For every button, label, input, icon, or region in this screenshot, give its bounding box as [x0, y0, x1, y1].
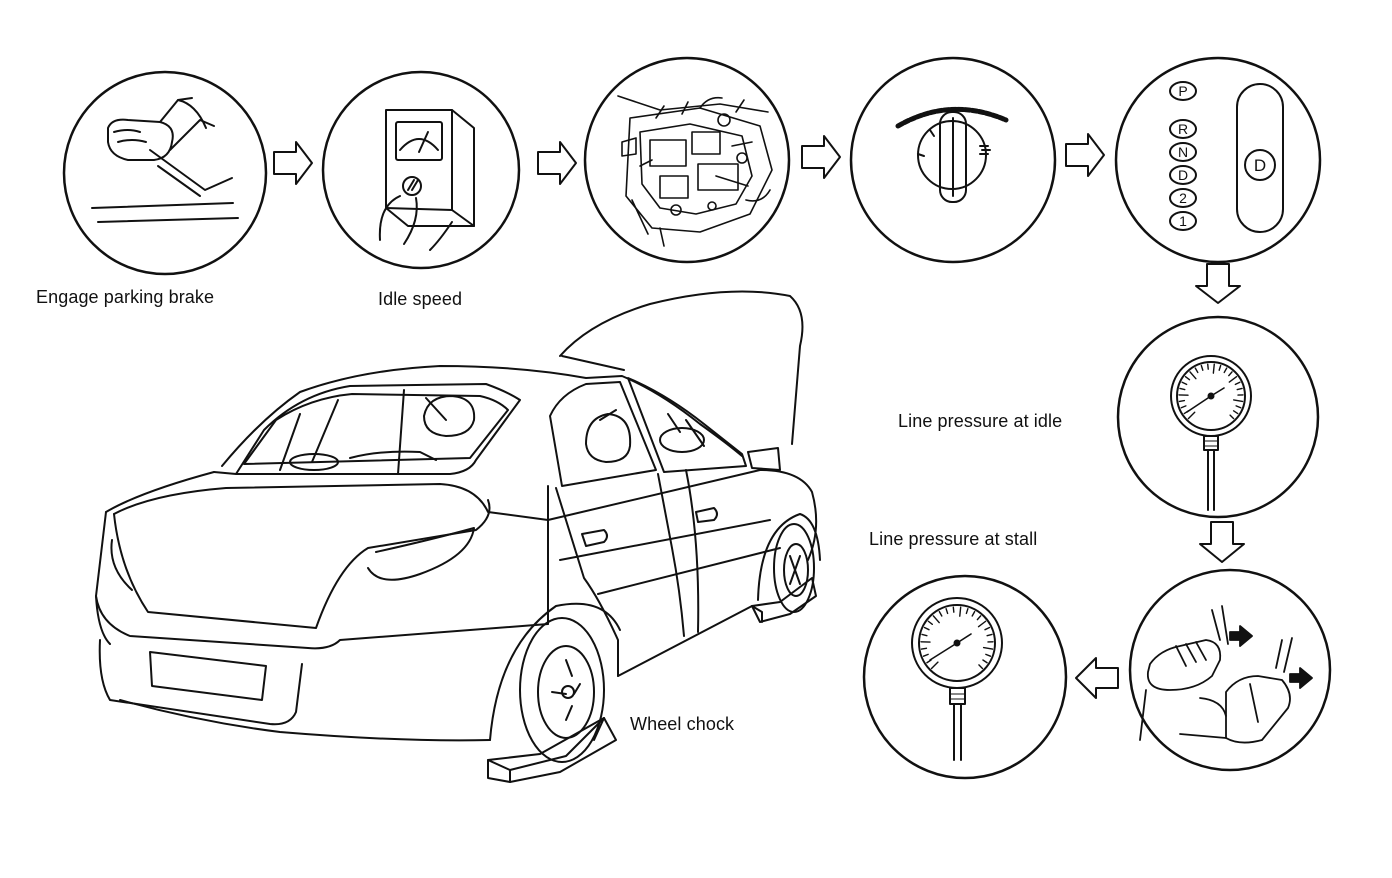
parking-brake-hand-icon [91, 97, 239, 223]
gear-position-p: P [1169, 81, 1197, 101]
gauge-tick [938, 610, 943, 617]
gauge-tick [1232, 399, 1244, 403]
gauge-tick [1178, 399, 1186, 403]
gauge-tick [1181, 381, 1188, 386]
gauge-tick [930, 661, 939, 670]
gear-position-label: 2 [1179, 190, 1187, 206]
shift-gate [1236, 83, 1284, 233]
gear-position-n: N [1169, 142, 1197, 162]
pressure-gauge-icon [911, 597, 1003, 761]
right-arrow-icon [1065, 133, 1105, 177]
label-line-pressure-idle: Line pressure at idle [898, 411, 1063, 431]
pedal-feet-icon [1139, 605, 1313, 744]
gear-position-list: P RND 2 1 [1169, 81, 1197, 231]
label-idle-speed: Idle speed [378, 289, 463, 309]
gauge-tick [923, 626, 930, 631]
gauge-tick [978, 664, 984, 670]
gauge-tick [1212, 363, 1215, 374]
gauge-tick [982, 659, 988, 664]
gear-position-1: 1 [1169, 211, 1197, 231]
gauge-tick [1187, 411, 1196, 420]
gauge-tick [1229, 414, 1235, 420]
open-hood [559, 290, 804, 445]
gauge-tick [1179, 387, 1186, 391]
gauge-tick [952, 606, 955, 613]
gauge-tick [1234, 381, 1241, 386]
gauge-tick [921, 633, 928, 637]
gear-position-d: D [1169, 165, 1197, 185]
right-arrow-icon [801, 135, 841, 179]
gauge-tick [976, 615, 982, 621]
label-line-pressure-stall: Line pressure at stall [869, 529, 1038, 549]
gauge-tick [1228, 371, 1233, 377]
gear-position-label: R [1178, 121, 1188, 137]
gauge-tick [982, 646, 994, 650]
gauge-tick [1218, 364, 1222, 371]
gauge-tick [971, 610, 976, 617]
down-arrow-icon [1199, 521, 1245, 563]
ignition-switch-icon [895, 106, 1009, 203]
pressure-gauge-icon [1170, 355, 1252, 511]
gauge-tick [922, 653, 929, 657]
tachometer-tester-icon [378, 109, 475, 251]
step-parking-brake [62, 70, 268, 276]
left-arrow-icon [1075, 657, 1119, 699]
gear-position-label: D [1178, 167, 1188, 183]
gear-position-label: 1 [1179, 213, 1187, 229]
rear-wheel [519, 617, 605, 763]
gear-position-r: R [1169, 119, 1197, 139]
engine-icon [617, 95, 773, 247]
gauge-tick [984, 626, 991, 631]
gauge-tick [932, 615, 940, 624]
selected-gear-label: D [1254, 156, 1266, 175]
gauge-tick [1228, 375, 1238, 383]
gauge-tick [1207, 363, 1209, 370]
label-engage-parking-brake: Engage parking brake [36, 287, 215, 307]
gauge-tick [1223, 367, 1228, 374]
gauge-tick [920, 647, 928, 650]
wheel-chock [487, 717, 617, 783]
wheel-chock [751, 577, 817, 623]
right-arrow-icon [537, 141, 577, 185]
label-wheel-chock: Wheel chock [630, 714, 735, 734]
step-ignition [849, 56, 1057, 264]
gear-position-label: N [1178, 144, 1188, 160]
selected-gear-indicator: D [1244, 149, 1276, 181]
gear-position-2: 2 [1169, 188, 1197, 208]
step-engine [583, 56, 791, 264]
gauge-tick [1180, 405, 1187, 409]
down-arrow-icon [1195, 263, 1241, 304]
car-illustration [95, 290, 821, 783]
step-idle-speed [321, 70, 521, 270]
gauge-tick [1200, 364, 1204, 371]
right-arrow-icon [273, 141, 313, 185]
step-gauge-idle [1116, 315, 1320, 519]
gauge-tick [945, 607, 949, 615]
gauge-tick [959, 606, 962, 617]
gauge-tick [1232, 410, 1239, 415]
gauge-tick [927, 620, 933, 625]
step-gauge-stall [862, 574, 1068, 780]
gauge-tick [977, 620, 987, 628]
gear-position-label: P [1178, 83, 1187, 99]
gauge-tick [986, 633, 993, 637]
gauge-tick [965, 607, 969, 615]
step-pedals [1128, 568, 1332, 772]
gauge-tick [1184, 375, 1191, 381]
press-arrow-icon [1289, 667, 1313, 689]
gauge-tick [1235, 405, 1242, 409]
gauge-tick [1194, 367, 1199, 374]
gauge-tick [1236, 387, 1243, 391]
gauge-tick [985, 653, 992, 657]
press-arrow-icon [1229, 625, 1253, 647]
gauge-tick [1189, 371, 1197, 380]
